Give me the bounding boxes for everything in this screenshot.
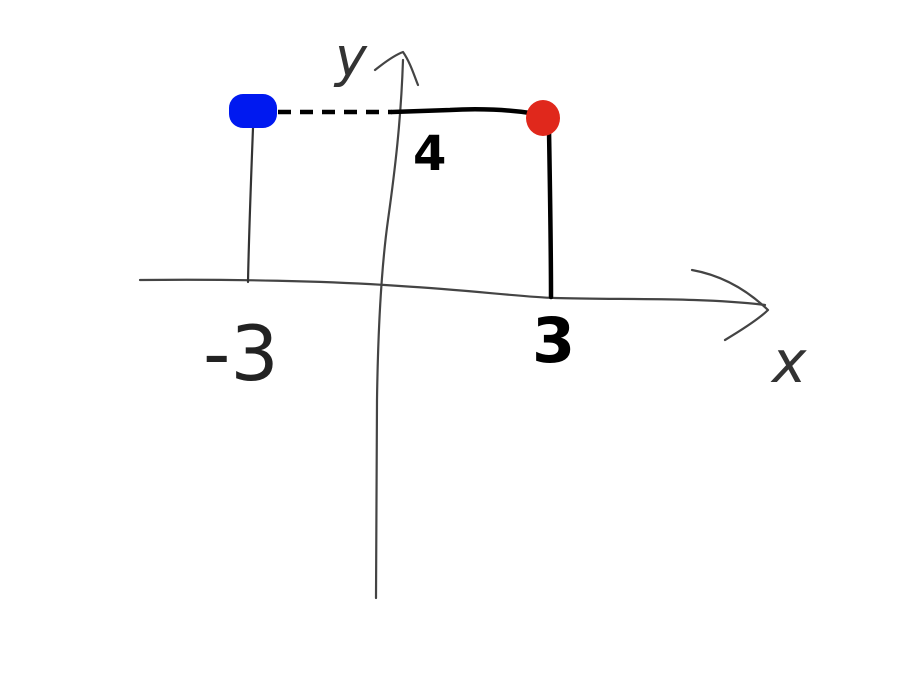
y-axis-line <box>374 58 405 600</box>
x-positive-label: 3 <box>532 304 575 377</box>
red-point <box>526 100 560 136</box>
y-axis-label: y <box>333 26 368 89</box>
x-axis-arrowhead <box>690 268 770 342</box>
x-axis-label: x <box>770 328 807 396</box>
solid-guide-line-horizontal <box>389 106 533 116</box>
thin-guide-line-vertical <box>246 126 255 284</box>
x-axis-line <box>138 278 767 307</box>
y-axis-arrowhead <box>373 50 420 87</box>
solid-guide-line-vertical <box>546 127 554 300</box>
blue-point <box>229 94 277 128</box>
x-negative-label: -3 <box>203 309 279 398</box>
y-value-label: 4 <box>413 126 446 182</box>
